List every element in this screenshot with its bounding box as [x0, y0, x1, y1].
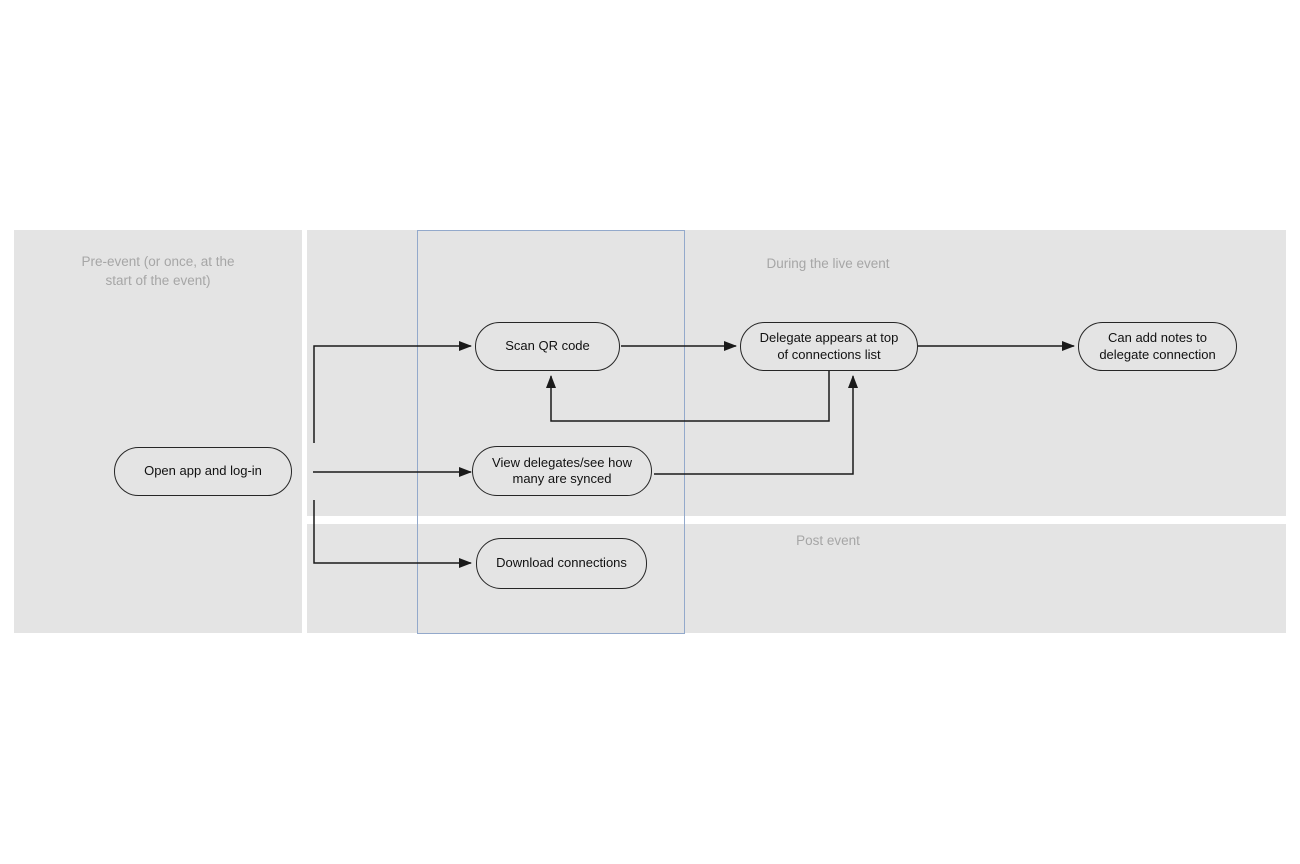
panel-label-post-event: Post event — [796, 533, 860, 548]
panel-pre-event — [14, 230, 302, 633]
panel-label-pre-event: Pre-event (or once, at the start of the … — [14, 253, 302, 290]
node-label-line: View delegates/see how — [492, 454, 632, 470]
node-scan-qr-code[interactable]: Scan QR code — [475, 322, 620, 371]
node-label-line: Open app and log-in — [144, 463, 262, 479]
panel-label-line: start of the event) — [105, 272, 211, 288]
node-label-line: Delegate appears at top — [759, 330, 899, 345]
node-label-line: Can add notes to — [1107, 330, 1208, 345]
node-can-add-notes[interactable]: Can add notes to delegate connection — [1078, 322, 1237, 371]
node-view-delegates[interactable]: View delegates/see how many are synced — [472, 446, 652, 496]
node-delegate-appears[interactable]: Delegate appears at top of connections l… — [740, 322, 918, 371]
node-label-line: of connections list — [777, 346, 881, 362]
panel-label-line: Pre-event (or once, at the — [81, 254, 235, 269]
node-label-line: Download connections — [496, 555, 627, 571]
node-label-line: many are synced — [512, 471, 612, 486]
node-download-connections[interactable]: Download connections — [476, 538, 647, 589]
node-open-app-login[interactable]: Open app and log-in — [114, 447, 292, 496]
node-label-line: delegate connection — [1099, 346, 1216, 362]
node-label-line: Scan QR code — [505, 338, 590, 354]
panel-label-during-live-event: During the live event — [766, 256, 890, 271]
